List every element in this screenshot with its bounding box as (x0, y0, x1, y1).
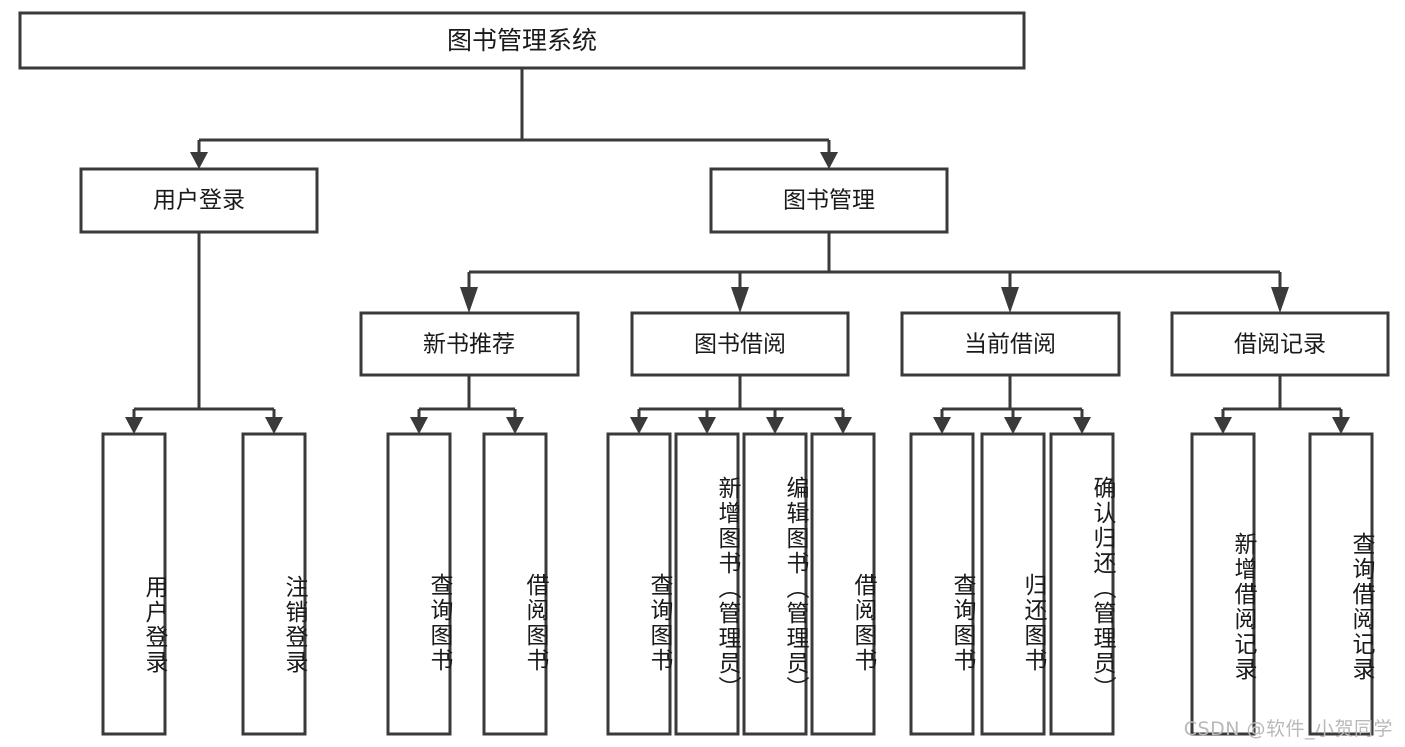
connector-layer (125, 68, 1350, 434)
leaf-box-query-book-c[interactable] (909, 432, 975, 736)
arrow-to-book-mgmt (820, 152, 838, 169)
node-borrow-record[interactable]: 借阅记录 (1170, 311, 1390, 377)
arrow-leaf-query-book-c (933, 417, 951, 434)
csdn-watermark: CSDN @软件_小贺同学 (1183, 718, 1393, 740)
leaf-box-query-book-b[interactable] (606, 432, 672, 736)
arrow-leaf-query-book-b (630, 417, 648, 434)
node-user-login-label: 用户登录 (153, 188, 245, 214)
arrow-to-borrow (731, 287, 749, 313)
leaf-box-user-login[interactable] (101, 432, 167, 736)
leaf-box-add-record[interactable] (1190, 432, 1256, 736)
node-book-management-box[interactable] (709, 167, 949, 234)
node-borrow-record-box[interactable] (1170, 311, 1390, 377)
arrow-leaf-edit-book (766, 417, 784, 434)
node-new-book-recommend-box[interactable] (359, 311, 580, 377)
leaf-box-query-book-a[interactable] (386, 432, 452, 736)
arrow-leaf-add-book (698, 417, 716, 434)
arrow-leaf-return-book (1004, 417, 1022, 434)
node-new-book-recommend[interactable]: 新书推荐 (359, 311, 580, 377)
leaf-box-borrow-book-b[interactable] (810, 432, 876, 736)
arrow-to-current (1001, 287, 1019, 313)
node-user-login-box[interactable] (79, 167, 319, 234)
leaf-box-layer (101, 432, 1374, 736)
node-root[interactable]: 图书管理系统 (18, 11, 1026, 70)
arrow-leaf-logout-login (265, 417, 283, 434)
leaf-box-add-book[interactable] (674, 432, 740, 736)
arrow-leaf-add-record (1214, 417, 1232, 434)
leaf-box-confirm-return[interactable] (1049, 432, 1115, 736)
node-new-book-recommend-label: 新书推荐 (423, 332, 515, 358)
node-root-box[interactable] (18, 11, 1026, 70)
node-current-borrow-box[interactable] (900, 311, 1121, 377)
arrow-to-newbook (460, 287, 478, 313)
node-book-borrow[interactable]: 图书借阅 (630, 311, 850, 377)
arrow-to-record (1271, 287, 1289, 313)
node-book-management[interactable]: 图书管理 (709, 167, 949, 234)
node-book-borrow-box[interactable] (630, 311, 850, 377)
arrow-leaf-query-book-a (410, 417, 428, 434)
node-root-label: 图书管理系统 (447, 26, 597, 55)
leaf-box-query-record[interactable] (1308, 432, 1374, 736)
arrow-to-user-login (190, 152, 208, 169)
node-user-login[interactable]: 用户登录 (79, 167, 319, 234)
leaf-box-logout-login[interactable] (241, 432, 307, 736)
leaf-box-borrow-book-a[interactable] (482, 432, 548, 736)
node-current-borrow[interactable]: 当前借阅 (900, 311, 1121, 377)
arrow-leaf-query-record (1332, 417, 1350, 434)
node-current-borrow-label: 当前借阅 (964, 332, 1056, 358)
node-borrow-record-label: 借阅记录 (1234, 332, 1326, 358)
leaf-box-return-book[interactable] (980, 432, 1046, 736)
arrow-leaf-user-login (125, 417, 143, 434)
arrow-leaf-borrow-book-b (834, 417, 852, 434)
arrow-leaf-confirm-return (1073, 417, 1091, 434)
node-book-borrow-label: 图书借阅 (694, 332, 786, 358)
arrow-leaf-borrow-book-a (506, 417, 524, 434)
leaf-box-edit-book[interactable] (742, 432, 808, 736)
node-book-management-label: 图书管理 (783, 188, 875, 214)
